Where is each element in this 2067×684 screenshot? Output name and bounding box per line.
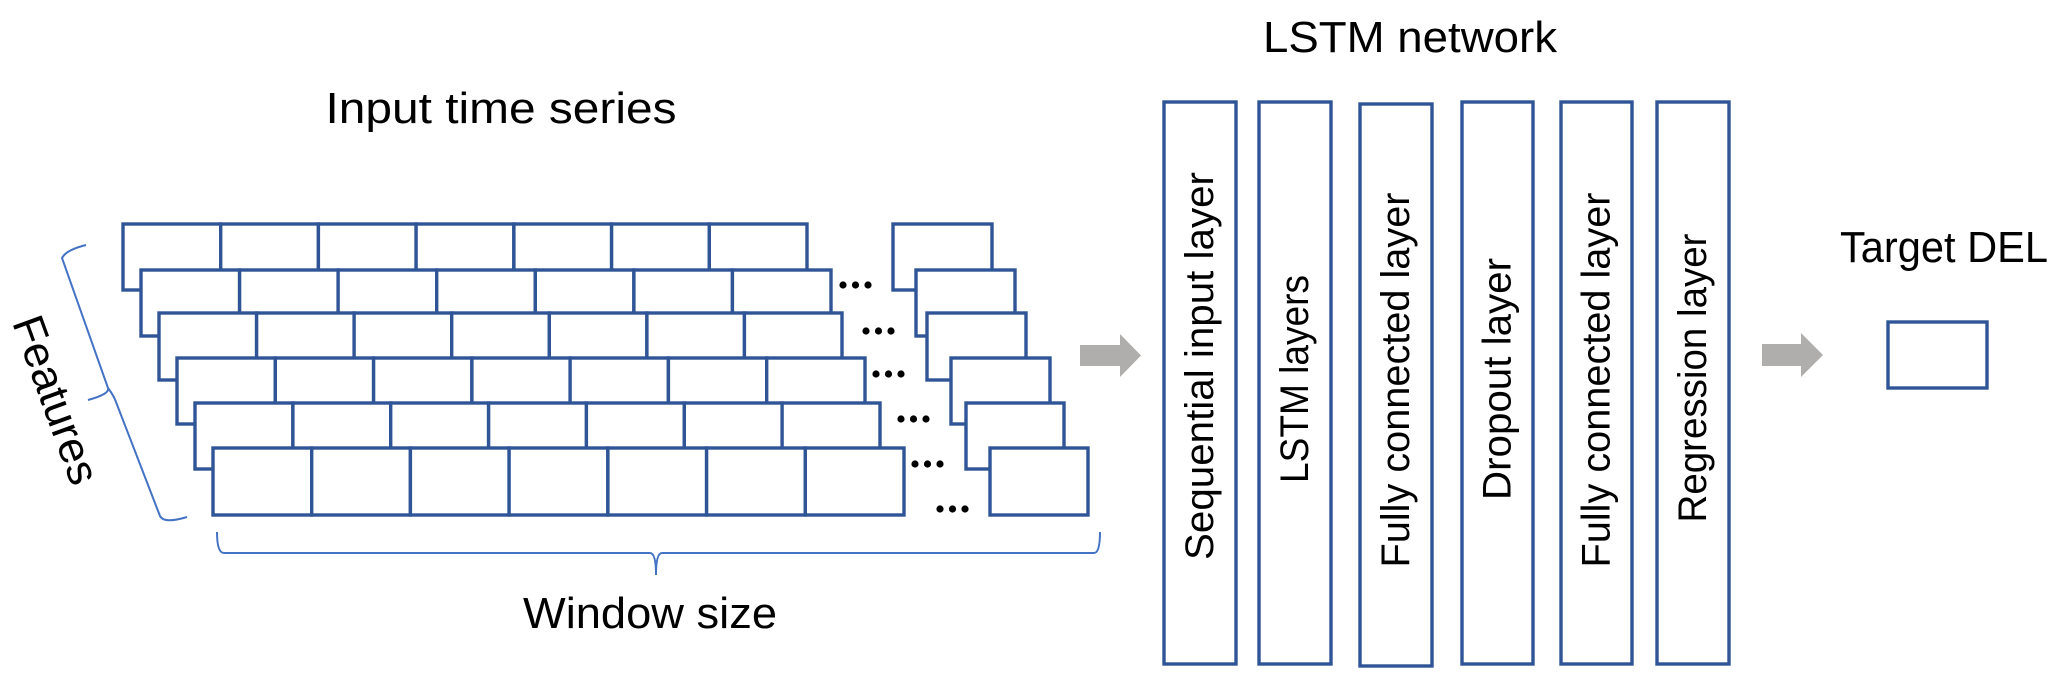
window-size-brace <box>216 531 1101 576</box>
target-del-output-box <box>1886 320 1989 390</box>
ellipsis-dot <box>911 460 919 468</box>
features-label: Features <box>3 309 109 491</box>
feature-row <box>211 446 906 517</box>
lstm-network-layers: Sequential input layer LSTM layers Fully c… <box>1162 100 1731 668</box>
ellipsis-dot <box>948 505 957 513</box>
layer-label: Regression layer <box>1671 234 1715 523</box>
time-step-cell <box>606 446 709 517</box>
network-layer: Fully connected layer <box>1559 100 1634 666</box>
time-step-cell <box>507 446 610 517</box>
ellipsis-icon <box>872 370 905 378</box>
ellipsis-icon <box>911 460 944 468</box>
layer-box <box>1559 100 1634 666</box>
ellipsis-dot <box>961 505 969 513</box>
time-step-cell <box>704 446 807 517</box>
network-layer: LSTM layers <box>1257 100 1333 666</box>
ellipsis-dot <box>862 327 870 335</box>
ellipsis-dot <box>884 370 893 378</box>
time-step-cell <box>310 446 413 517</box>
time-step-cell <box>408 446 511 517</box>
ellipsis-icon <box>936 505 969 513</box>
features-brace <box>60 244 188 522</box>
ellipsis-dot <box>872 370 880 378</box>
trailing-time-step-boxes <box>891 222 1090 517</box>
ellipsis-dot <box>851 281 860 289</box>
arrow-right-icon <box>1080 334 1141 377</box>
ellipsis-dot <box>864 281 872 289</box>
layer-box <box>1460 100 1535 666</box>
ellipsis-dot <box>874 327 883 335</box>
time-step-cell <box>211 446 314 517</box>
layer-label: Sequential input layer <box>1178 172 1222 560</box>
layer-box <box>1358 102 1434 668</box>
network-layer: Sequential input layer <box>1162 100 1238 666</box>
network-layer: Regression layer <box>1655 100 1731 666</box>
network-layer: Fully connected layer <box>1358 102 1434 668</box>
lstm-network-title: LSTM network <box>1263 13 1558 62</box>
ellipsis-group <box>839 281 969 513</box>
ellipsis-icon <box>862 327 895 335</box>
layer-label: Fully connected layer <box>1374 193 1418 568</box>
window-size-label: Window size <box>523 589 777 638</box>
network-layer: Dropout layer <box>1460 100 1535 666</box>
layer-box <box>1257 100 1333 666</box>
target-del-title: Target DEL <box>1840 223 2048 272</box>
ellipsis-dot <box>887 327 895 335</box>
input-time-series-title: Input time series <box>326 84 677 133</box>
ellipsis-dot <box>909 415 918 423</box>
layer-box <box>1162 100 1238 666</box>
ellipsis-dot <box>936 460 944 468</box>
arrow-right-icon <box>1762 333 1823 377</box>
ellipsis-dot <box>839 281 847 289</box>
input-time-series-grid <box>121 222 906 517</box>
ellipsis-dot <box>922 415 930 423</box>
ellipsis-dot <box>936 505 944 513</box>
layer-box <box>1655 100 1731 666</box>
time-step-cell <box>803 446 906 517</box>
last-time-step-cell <box>988 446 1090 517</box>
ellipsis-dot <box>897 370 905 378</box>
ellipsis-icon <box>839 281 872 289</box>
ellipsis-dot <box>923 460 932 468</box>
ellipsis-dot <box>897 415 905 423</box>
ellipsis-icon <box>897 415 930 423</box>
layer-label: Fully connected layer <box>1575 193 1619 568</box>
layer-label: LSTM layers <box>1273 275 1317 483</box>
layer-label: Dropout layer <box>1476 258 1520 500</box>
